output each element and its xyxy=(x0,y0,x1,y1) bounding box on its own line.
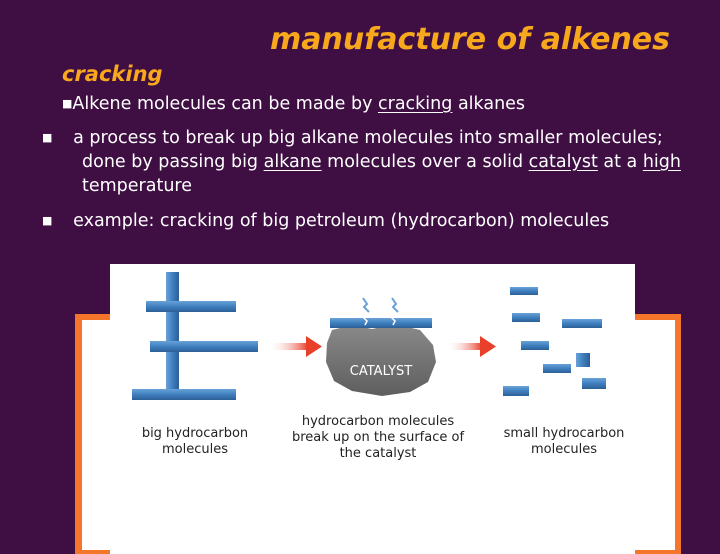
slide-subtitle: cracking xyxy=(62,62,163,86)
bullet-point-1: ■Alkene molecules can be made by crackin… xyxy=(62,92,525,116)
bullet-point-2: ■ a process to break up big alkane molec… xyxy=(42,128,681,196)
slide-title: manufacture of alkenes xyxy=(270,22,671,57)
arrow-right-icon xyxy=(268,336,322,357)
high-link[interactable]: high xyxy=(642,152,681,172)
small-hydrocarbon-molecules-icon xyxy=(503,287,606,396)
bullet-3-text: example: cracking of big petroleum (hydr… xyxy=(73,211,610,231)
catalyst-label: CATALYST xyxy=(349,364,413,379)
square-bullet-icon: ■ xyxy=(62,97,73,110)
cracking-diagram xyxy=(132,272,606,400)
bullet-2-text-c: at a xyxy=(597,152,643,172)
catalyst-link[interactable]: catalyst xyxy=(528,152,598,172)
catalyst-icon xyxy=(326,297,436,396)
bullet-1-text: Alkene molecules can be made by xyxy=(72,94,379,114)
bullet-2-text-d: temperature xyxy=(82,176,192,196)
bullet-2-text-b: molecules over a solid xyxy=(321,152,529,172)
caption-small-hydrocarbon: small hydrocarbon molecules xyxy=(503,426,625,457)
alkane-link[interactable]: alkane xyxy=(263,152,322,172)
bullet-2-text-a: a process to break up big alkane molecul… xyxy=(73,128,663,172)
bullet-1-end: alkanes xyxy=(452,94,526,114)
caption-big-hydrocarbon: big hydrocarbon molecules xyxy=(141,426,249,457)
cracking-link[interactable]: cracking xyxy=(378,94,453,114)
cracking-figure xyxy=(110,264,635,554)
caption-catalyst-surface: hydrocarbon molecules break up on the su… xyxy=(291,414,465,461)
big-hydrocarbon-molecule-icon xyxy=(132,272,258,400)
arrow-right-icon xyxy=(446,336,496,357)
